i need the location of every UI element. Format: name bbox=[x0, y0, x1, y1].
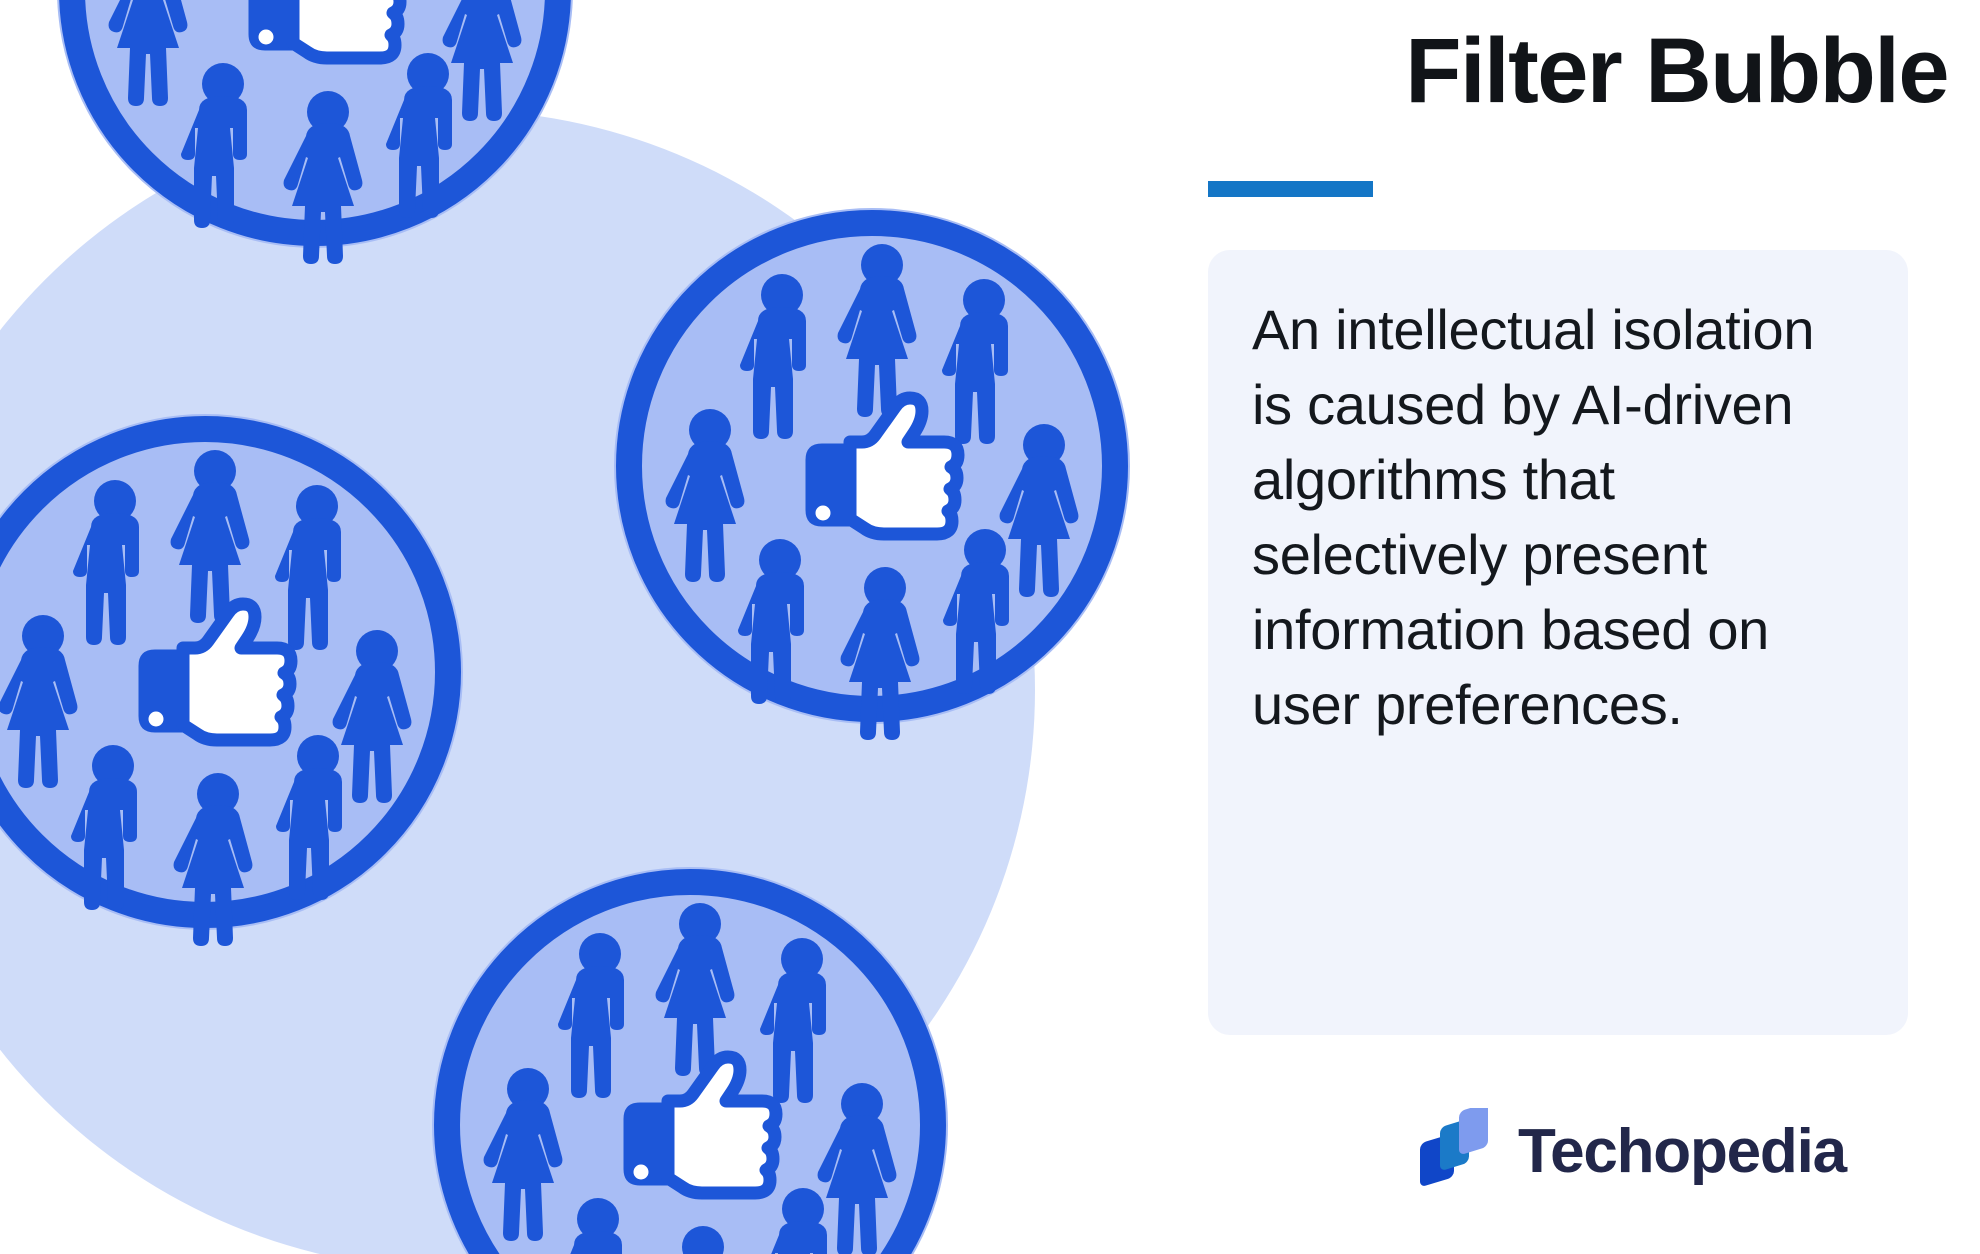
title-accent-rule bbox=[1208, 181, 1373, 197]
page-title: Filter Bubble bbox=[1405, 20, 1949, 122]
content-column: Filter Bubble An intellectual isolation … bbox=[1190, 0, 1980, 1254]
filter-bubble-illustration bbox=[0, 0, 1160, 1254]
definition-text: An intellectual isolation is caused by A… bbox=[1252, 298, 1815, 737]
definition-card: An intellectual isolation is caused by A… bbox=[1208, 250, 1908, 1035]
techopedia-wordmark: Techopedia bbox=[1518, 1117, 1847, 1186]
techopedia-mark-icon bbox=[1418, 1104, 1496, 1196]
techopedia-logo[interactable]: Techopedia bbox=[1418, 1104, 1847, 1196]
